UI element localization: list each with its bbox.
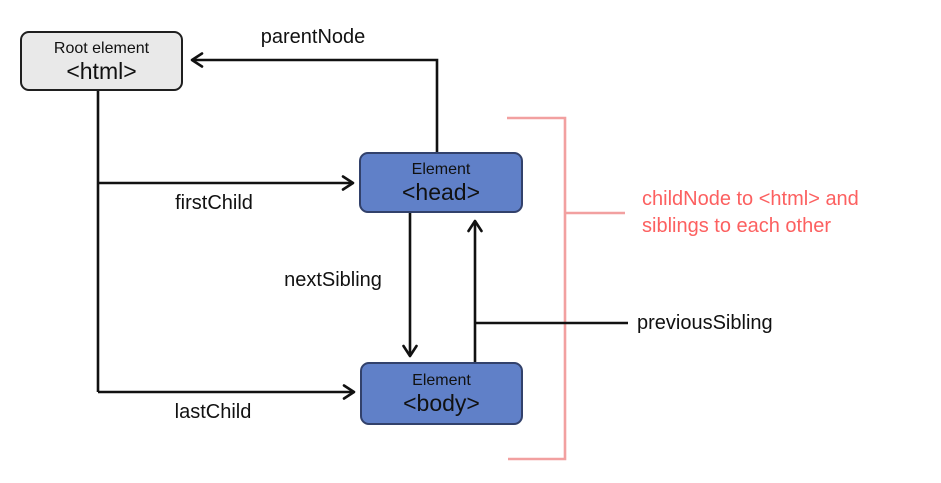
node-head-label: Element bbox=[411, 161, 471, 178]
node-root-label: Root element bbox=[53, 39, 150, 57]
node-head-tag: <head> bbox=[401, 179, 481, 205]
node-head-element: Element <head> bbox=[359, 152, 523, 213]
node-body-tag: <body> bbox=[403, 390, 480, 416]
node-root-element: Root element <html> bbox=[20, 31, 183, 91]
last-child-label: lastChild bbox=[174, 401, 252, 423]
sibling-group-bracket bbox=[507, 116, 567, 461]
sibling-annotation-line2: siblings to each other bbox=[642, 215, 832, 237]
next-sibling-label: nextSibling bbox=[284, 269, 382, 291]
parent-node-label: parentNode bbox=[260, 26, 366, 48]
node-body-element: Element <body> bbox=[360, 362, 523, 425]
first-child-label: firstChild bbox=[175, 192, 253, 214]
node-root-tag: <html> bbox=[66, 57, 137, 84]
sibling-annotation-line1: childNode to <html> and bbox=[642, 188, 859, 210]
node-body-label: Element bbox=[412, 372, 471, 389]
sibling-annotation: childNode to <html> and siblings to each… bbox=[642, 186, 859, 240]
previous-sibling-label: previousSibling bbox=[637, 312, 773, 334]
parent-node-arrow bbox=[190, 52, 439, 152]
